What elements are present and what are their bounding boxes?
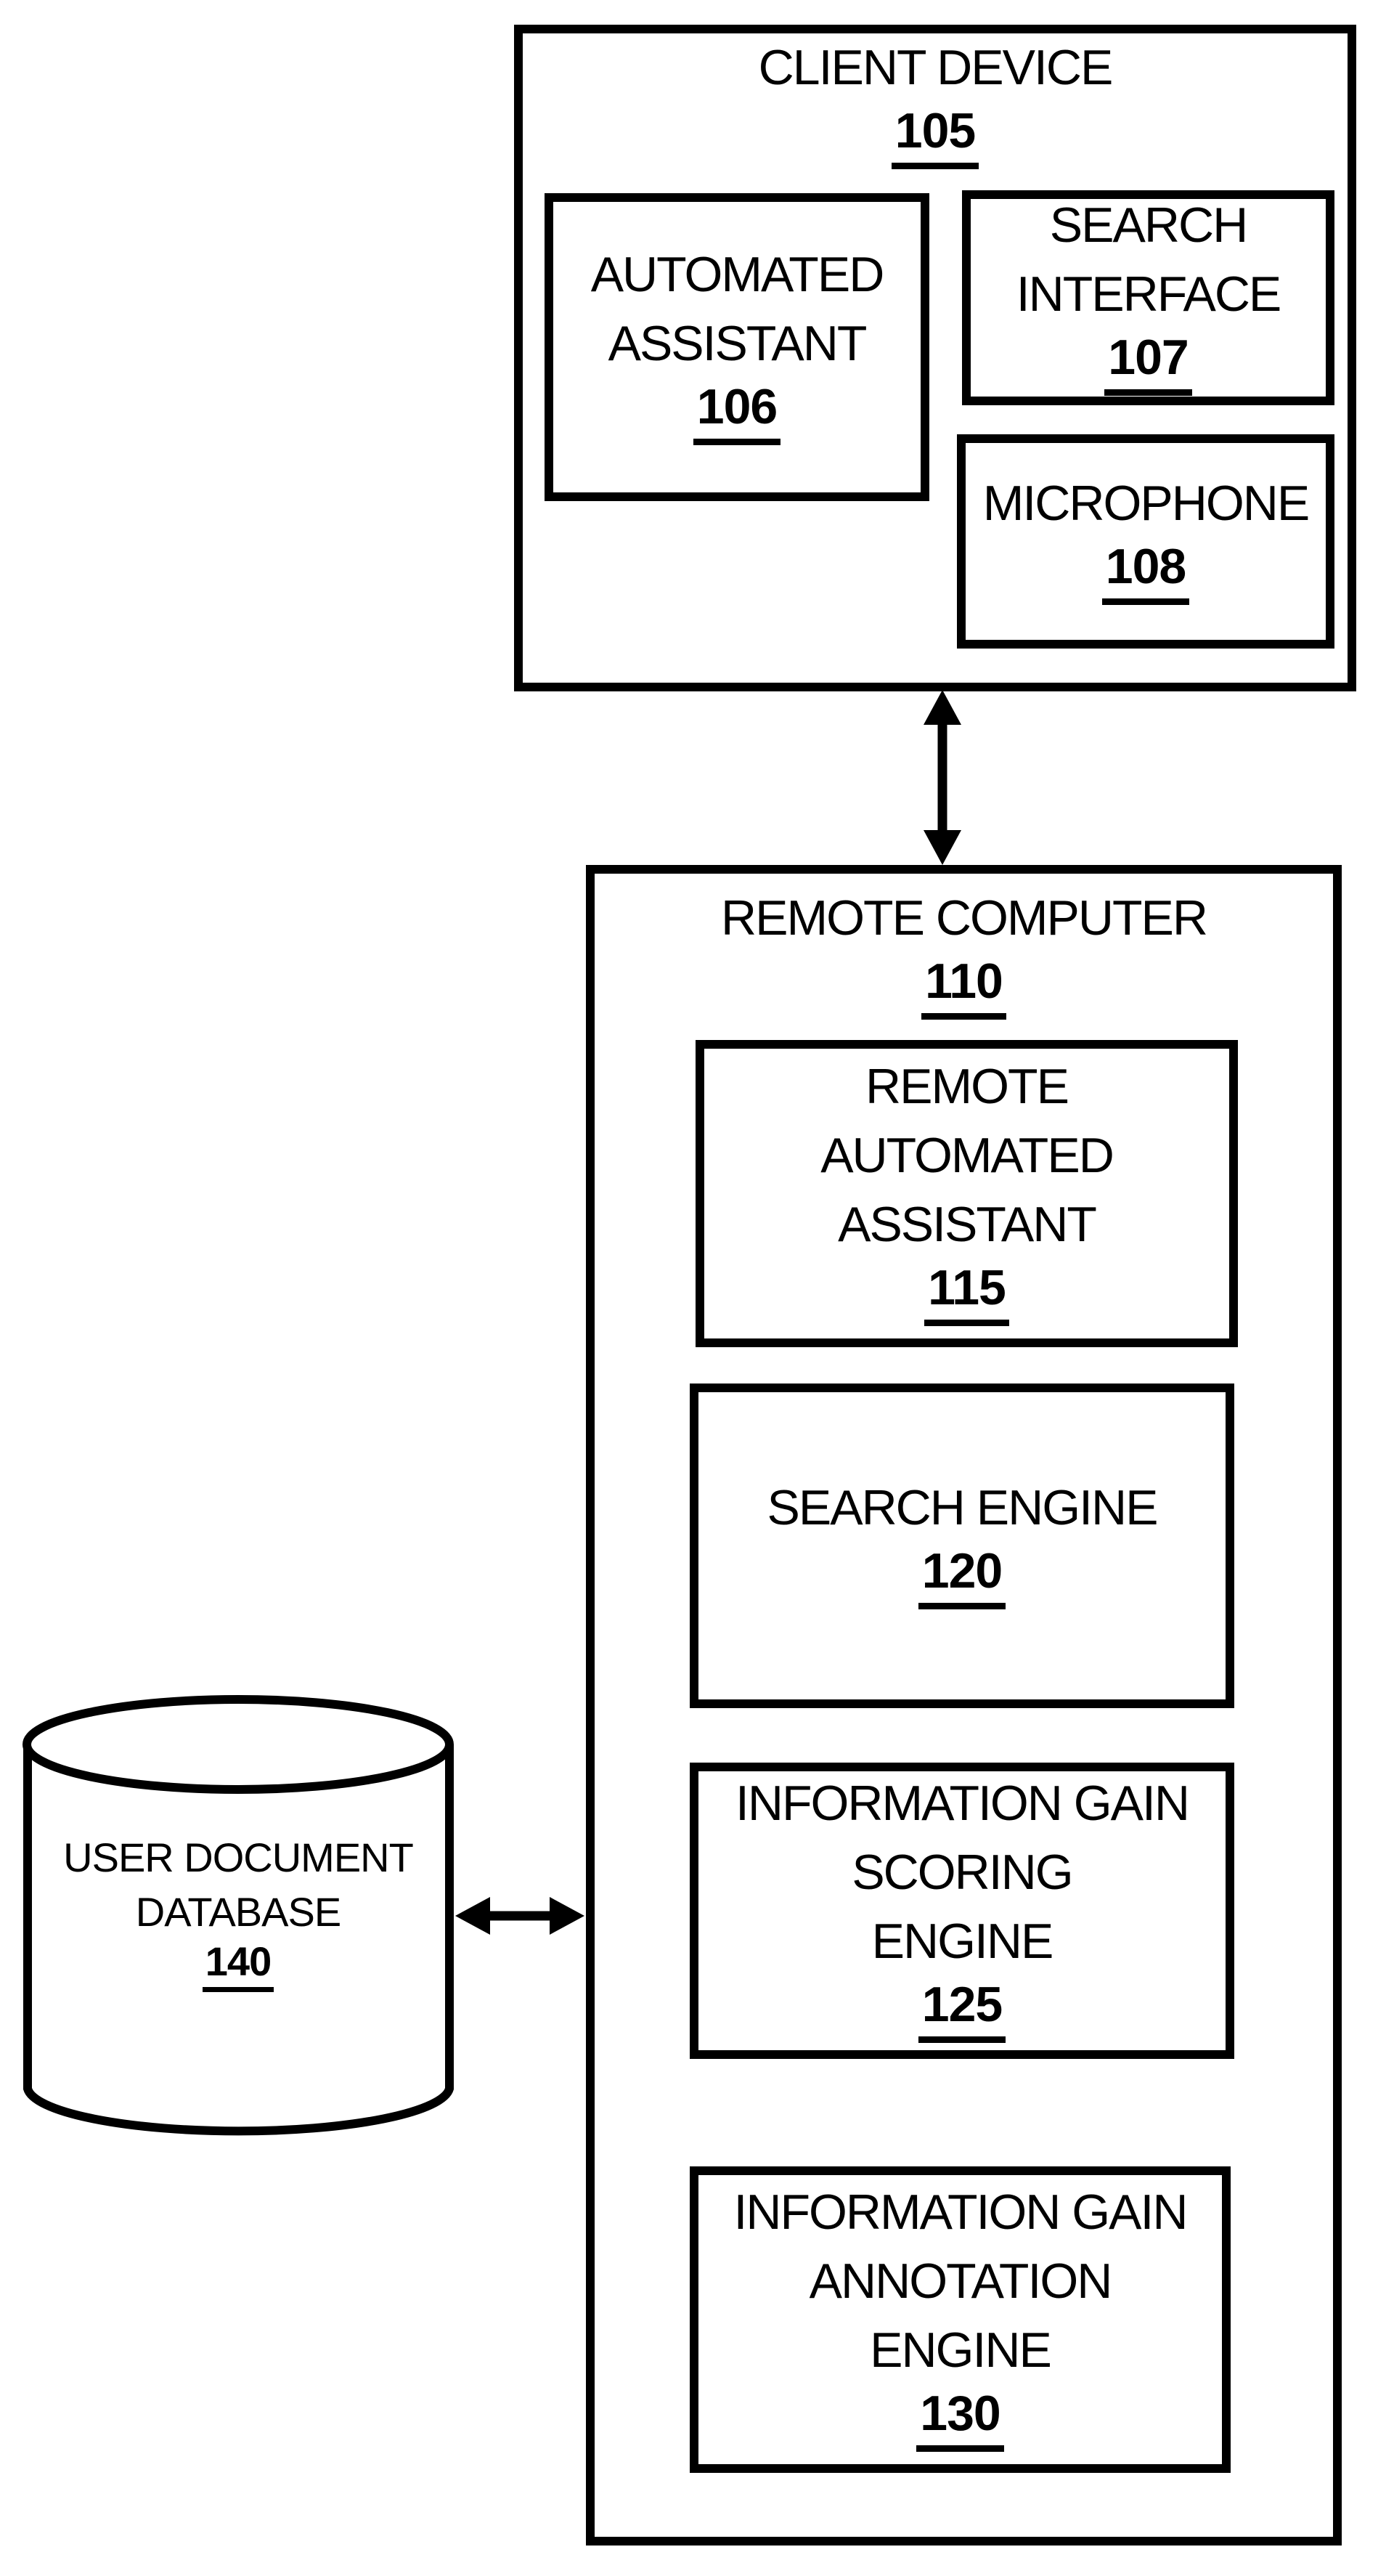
remote-automated-assistant-label-line-3: ASSISTANT (838, 1196, 1097, 1252)
automated-assistant-ref-line: 106 (693, 378, 781, 455)
user-document-database-label: USER DOCUMENT DATABASE 140 (20, 1830, 456, 1999)
remote-computer-ref-line: 110 (595, 953, 1333, 1029)
database-cylinder-icon (23, 1695, 454, 2136)
ig-scoring-engine-ref-line: 125 (918, 1976, 1006, 2052)
search-engine-ref-line: 120 (918, 1543, 1006, 1619)
remote-automated-assistant-box: REMOTE AUTOMATED ASSISTANT 115 (696, 1040, 1238, 1347)
user-document-database-label-line-2: DATABASE (135, 1889, 341, 1935)
remote-automated-assistant-ref: 115 (924, 1259, 1009, 1326)
client-device-label: CLIENT DEVICE (758, 40, 1114, 95)
automated-assistant-box: AUTOMATED ASSISTANT 106 (545, 193, 929, 501)
information-gain-scoring-engine-box: INFORMATION GAIN SCORING ENGINE 125 (690, 1763, 1234, 2059)
microphone-box: MICROPHONE 108 (957, 434, 1334, 649)
client-device-box: CLIENT DEVICE 105 AUTOMATED ASSISTANT 10… (514, 25, 1356, 691)
automated-assistant-label-line-2: ASSISTANT (608, 315, 868, 371)
user-document-database-ref: 140 (202, 1939, 274, 1992)
microphone-ref: 108 (1101, 538, 1190, 605)
search-engine-ref: 120 (918, 1543, 1006, 1609)
user-document-database-label-line-1: USER DOCUMENT (63, 1835, 414, 1880)
remote-computer-title: REMOTE COMPUTER 110 (595, 884, 1333, 1029)
remote-automated-assistant-ref-line: 115 (924, 1259, 1009, 1336)
search-engine-label: SEARCH ENGINE (767, 1479, 1159, 1535)
ig-annotation-engine-ref-line: 130 (916, 2385, 1004, 2461)
search-interface-box: SEARCH INTERFACE 107 (962, 190, 1334, 405)
ig-scoring-engine-label-line-1: INFORMATION GAIN (735, 1776, 1190, 1831)
user-document-database-ref-line: 140 (20, 1939, 456, 1999)
client-device-title: CLIENT DEVICE 105 (523, 33, 1348, 179)
client-device-ref: 105 (891, 102, 979, 169)
remote-automated-assistant-label-line-2: AUTOMATED (820, 1127, 1114, 1183)
remote-computer-ref: 110 (921, 953, 1006, 1020)
remote-computer-label: REMOTE COMPUTER (721, 890, 1208, 946)
microphone-ref-line: 108 (1101, 538, 1190, 614)
information-gain-annotation-engine-box: INFORMATION GAIN ANNOTATION ENGINE 130 (690, 2166, 1231, 2473)
automated-assistant-label-line-1: AUTOMATED (590, 246, 885, 302)
search-engine-box: SEARCH ENGINE 120 (690, 1384, 1234, 1708)
client-device-ref-line: 105 (523, 102, 1348, 179)
bidirectional-vertical-arrow-icon (924, 690, 961, 865)
ig-scoring-engine-label-line-2: SCORING (852, 1845, 1073, 1900)
ig-scoring-engine-label-line-3: ENGINE (871, 1914, 1054, 1969)
ig-annotation-engine-ref: 130 (916, 2385, 1004, 2452)
automated-assistant-ref: 106 (693, 378, 781, 445)
ig-scoring-engine-ref: 125 (918, 1976, 1006, 2043)
microphone-label: MICROPHONE (982, 475, 1310, 531)
ig-annotation-engine-label-line-2: ANNOTATION (809, 2254, 1113, 2309)
search-interface-label-line-1: SEARCH (1049, 197, 1248, 253)
ig-annotation-engine-label-line-1: INFORMATION GAIN (733, 2185, 1188, 2240)
search-interface-ref: 107 (1104, 329, 1192, 396)
ig-annotation-engine-label-line-3: ENGINE (870, 2323, 1052, 2378)
remote-computer-box: REMOTE COMPUTER 110 REMOTE AUTOMATED ASS… (586, 865, 1342, 2545)
remote-automated-assistant-label-line-1: REMOTE (865, 1058, 1069, 1114)
search-interface-label-line-2: INTERFACE (1016, 266, 1282, 322)
bidirectional-horizontal-arrow-icon (455, 1897, 584, 1935)
search-interface-ref-line: 107 (1104, 329, 1192, 405)
